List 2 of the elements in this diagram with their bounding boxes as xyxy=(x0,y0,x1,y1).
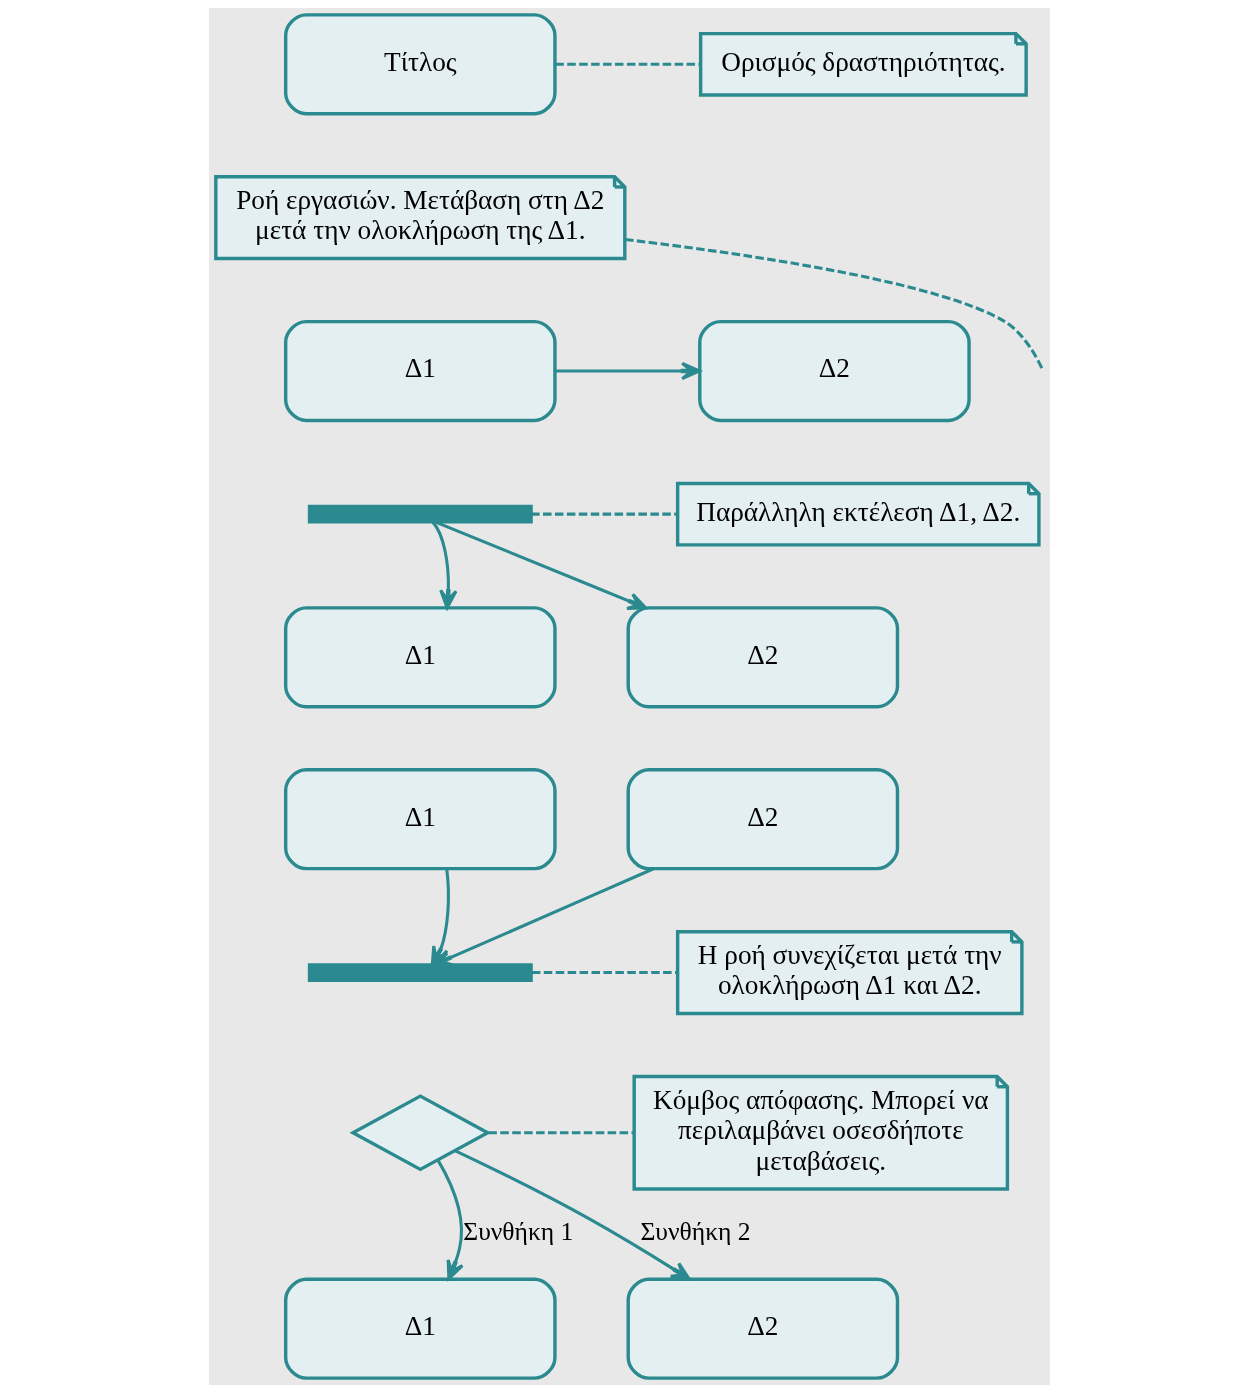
edge-label: Συνθήκη 1 xyxy=(462,1217,573,1247)
edge-label: Συνθήκη 2 xyxy=(640,1217,751,1247)
